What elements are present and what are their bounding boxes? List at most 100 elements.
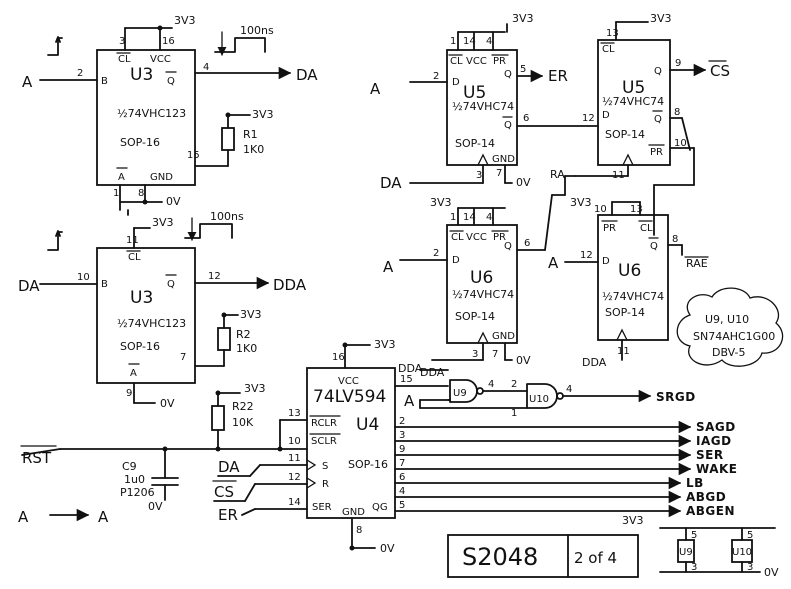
u5a-pin-q: 5 — [520, 64, 526, 75]
r2-ref: R2 — [236, 328, 251, 341]
u4-pin-vcc: 16 — [332, 352, 345, 363]
u9-pin-out: 4 — [488, 379, 494, 390]
r1-resistor: 3V3 R1 1K0 — [221, 108, 274, 167]
u3a-q-label: Q — [167, 76, 175, 87]
net-rae: RAE — [686, 257, 708, 270]
u6b-clock-icon — [616, 328, 628, 341]
u6a-gnd-rail: 0V — [516, 354, 531, 367]
alias-a-left: A — [18, 508, 29, 526]
decoup-u9-gnd-pin: 3 — [691, 562, 697, 573]
u5b-d-label: D — [602, 110, 610, 121]
net-srgd: SRGD — [656, 390, 696, 404]
r22-value: 10K — [232, 416, 254, 429]
u6b-body — [597, 214, 669, 341]
u6b-pin-clk: 11 — [617, 346, 630, 357]
u6a-part: ½74VHC74 — [452, 288, 514, 301]
u3a-gnd-rail: 0V — [166, 195, 181, 208]
u9-u10-decoupling: 3V3 U9 U10 5 3 5 3 0V — [622, 514, 779, 579]
u5b-ref: U5 — [622, 78, 645, 98]
out-name-3: SER — [696, 448, 724, 462]
u3b-vcc-rail: 3V3 — [152, 216, 174, 229]
note-line-3: DBV-5 — [712, 346, 746, 359]
r1-vcc: 3V3 — [252, 108, 274, 121]
decoup-vcc: 3V3 — [622, 514, 644, 527]
u5b-pin-qbar: 8 — [674, 107, 680, 118]
c9-capacitor: C9 1u0 P1206 0V — [120, 448, 179, 513]
u6b-vcc-rail: 3V3 — [570, 196, 592, 209]
u3a-body — [96, 49, 196, 186]
u5a-vcc-label: VCC — [466, 56, 487, 67]
u6b-pin-pr: 10 — [594, 204, 607, 215]
u6a-q-label: Q — [504, 241, 512, 252]
u6a-ref: U6 — [470, 268, 493, 288]
u3b-pin-q: 12 — [208, 271, 221, 282]
u4-s-label: S — [322, 461, 328, 472]
u4-chip: VCC 74LV594 U4 SOP-16 RCLR SCLR S R SER … — [59, 338, 449, 555]
u5a-gnd-label: GND — [492, 154, 515, 165]
u6a-clock-icon — [477, 331, 489, 344]
u3b-package: SOP-16 — [120, 340, 160, 353]
u6b-ref: U6 — [618, 261, 641, 281]
u6b-cl-label: CL — [640, 223, 653, 234]
u4-pin-rclr: 13 — [288, 408, 301, 419]
u3a-pin-rc: 15 — [187, 150, 200, 161]
out-pin-7: 5 — [399, 500, 405, 511]
u3b-chip: U3 ½74VHC123 SOP-16 CL B Q A 11 3V3 10 1… — [39, 216, 270, 410]
u6a-pin-vcc: 14 — [463, 212, 476, 223]
u5a-package: SOP-14 — [455, 137, 495, 150]
u5b-qbar-label: Q — [654, 114, 662, 125]
u3b-b-label: B — [101, 279, 108, 290]
u4-input-da: DA — [218, 458, 240, 476]
u3b-pin-cl: 11 — [126, 235, 139, 246]
decoup-u10-gnd-pin: 3 — [747, 562, 753, 573]
pulse-width-2: 100ns — [210, 210, 244, 223]
u5a-ref: U5 — [463, 83, 486, 103]
u6a-gnd-label: GND — [492, 331, 515, 342]
u4-outputs: 2 3 9 7 6 4 5 SAGD IAGD SER WAKE LB ABGD… — [394, 416, 737, 518]
u4-pin-r: 12 — [288, 472, 301, 483]
c9-value: 1u0 — [124, 473, 145, 486]
u4-vcc-rail: 3V3 — [374, 338, 396, 351]
u3a-pin-q: 4 — [203, 62, 209, 73]
out-name-5: LB — [686, 476, 704, 490]
u3a-part: ½74VHC123 — [117, 107, 186, 120]
note-line-2: SN74AHC1G00 — [693, 330, 775, 343]
edge-glyph-1 — [47, 37, 63, 56]
u5a-pin-gnd: 7 — [496, 168, 502, 179]
u6a-vcc-label: VCC — [466, 232, 487, 243]
u3a-pin-vcc: 16 — [162, 36, 175, 47]
u5a-pin-qbar: 6 — [523, 113, 529, 124]
decoup-u9-vcc-pin: 5 — [691, 530, 697, 541]
u6a-body — [446, 224, 518, 344]
u6a-pin-q: 6 — [524, 238, 530, 249]
note-cloud: U9, U10 SN74AHC1G00 DBV-5 — [676, 287, 784, 367]
u6b-d-label: D — [602, 256, 610, 267]
u3a-cl-label: CL — [118, 54, 131, 65]
net-dda-out: DDA — [273, 276, 307, 294]
u3a-a-label: A — [118, 172, 125, 183]
u5a-chip: U5 ½74VHC74 SOP-14 CL VCC PR D Q Q GND 1… — [409, 12, 599, 189]
c9-package: P1206 — [120, 486, 155, 499]
u9-pin-in2: 2 — [511, 379, 517, 390]
decoup-gnd: 0V — [764, 566, 779, 579]
out-pin-2: 3 — [399, 430, 405, 441]
u10-pin-out: 4 — [566, 384, 572, 395]
u3a-pin-cl: 3 — [119, 36, 125, 47]
out-pin-1: 2 — [399, 416, 405, 427]
u5a-pin-clk: 3 — [476, 170, 482, 181]
gate-input-a: A — [404, 392, 415, 410]
u3a-pin-b: 2 — [77, 68, 83, 79]
u6b-package: SOP-14 — [605, 306, 645, 319]
u5b-pr-label: PR — [650, 147, 663, 158]
u3b-a-label: A — [130, 368, 137, 379]
u3a-package: SOP-16 — [120, 136, 160, 149]
u4-body — [306, 367, 396, 519]
u5b-pin-d: 12 — [582, 113, 595, 124]
c9-ref: C9 — [122, 460, 137, 473]
decoup-u10-ref: U10 — [732, 547, 752, 558]
u4-vcc-label: VCC — [338, 376, 359, 387]
u3b-body — [96, 247, 196, 384]
u3a-gnd-label: GND — [150, 172, 173, 183]
u3b-input-da: DA — [18, 277, 40, 295]
